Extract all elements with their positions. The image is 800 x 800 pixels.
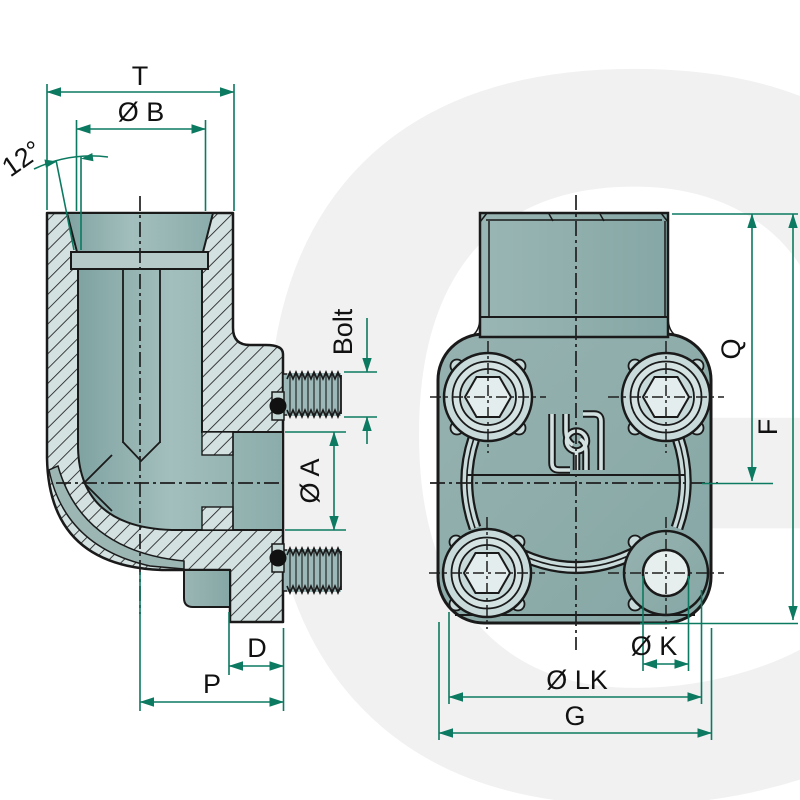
dim-label-angle: 12° bbox=[0, 135, 47, 183]
dim-label-B: Ø B bbox=[118, 97, 165, 127]
dim-label-K: Ø K bbox=[631, 631, 678, 661]
port-block bbox=[478, 211, 670, 339]
dim-label-D: D bbox=[247, 633, 267, 663]
o-ring-bottom bbox=[269, 549, 287, 567]
bore-void bbox=[77, 268, 284, 531]
threaded-stud-top bbox=[282, 371, 342, 418]
dim-label-F: F bbox=[753, 419, 783, 436]
port-block-details bbox=[469, 212, 679, 338]
threaded-stud-bottom bbox=[282, 547, 342, 594]
bolt-centermarks bbox=[429, 341, 724, 629]
dimensions: T Ø B 12° Bolt Ø A D P bbox=[0, 61, 798, 740]
dim-label-A: Ø A bbox=[295, 458, 325, 503]
front-view bbox=[429, 195, 724, 650]
dim-label-bolt: Bolt bbox=[328, 308, 358, 355]
counterbore-wall-bottom bbox=[201, 506, 234, 531]
dim-label-T: T bbox=[132, 61, 149, 91]
counterbore-wall-top bbox=[201, 431, 234, 456]
side-section-view bbox=[45, 196, 342, 624]
dim-label-LK: Ø LK bbox=[546, 665, 608, 695]
dim-label-G: G bbox=[564, 701, 585, 731]
elbow-neck bbox=[183, 569, 231, 608]
elbow-fillet-surface bbox=[48, 464, 185, 570]
o-ring-top bbox=[269, 397, 287, 415]
dim-label-P: P bbox=[203, 669, 221, 699]
dim-label-Q: Q bbox=[716, 338, 746, 359]
